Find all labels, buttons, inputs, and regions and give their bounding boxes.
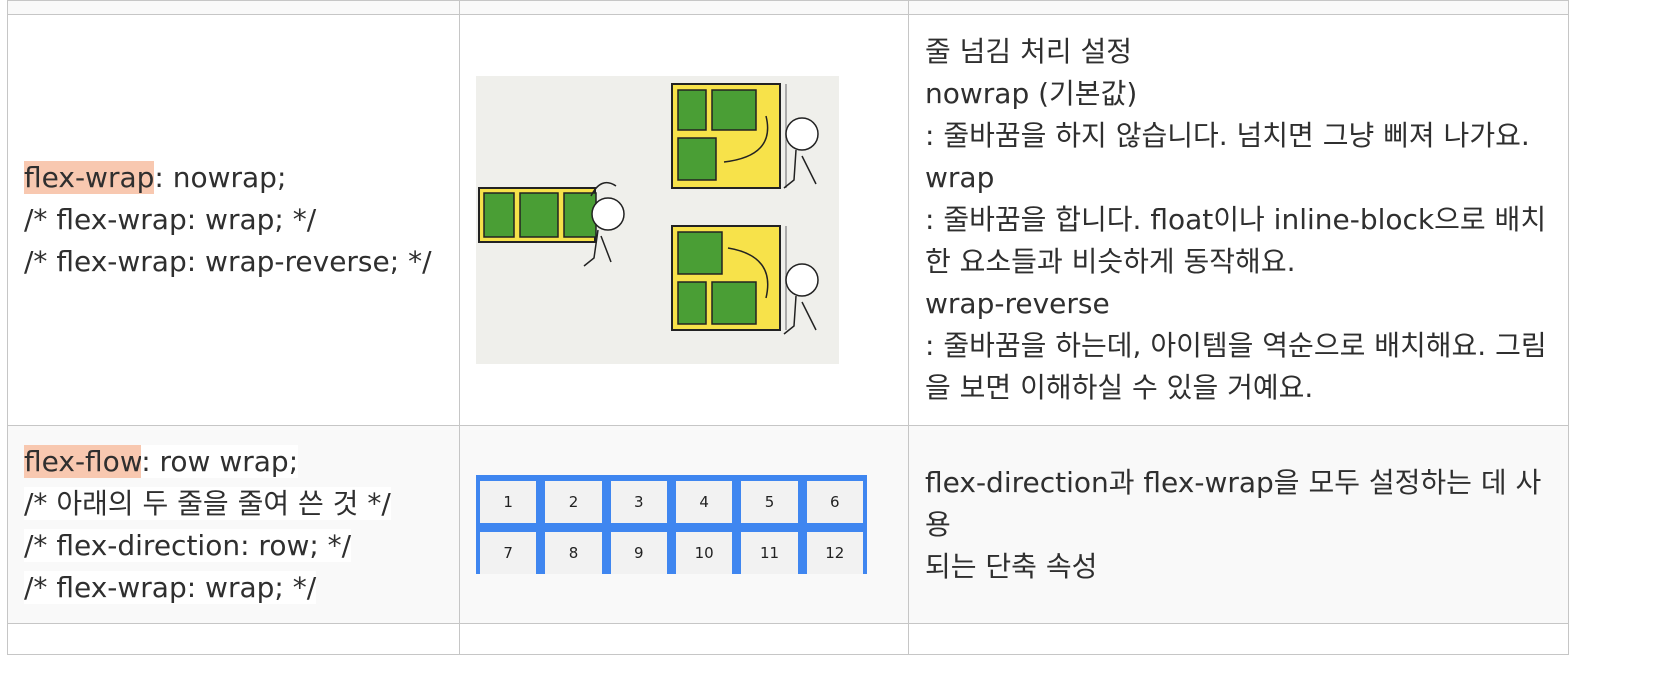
- grid-item: 9: [610, 532, 667, 574]
- description-line: wrap: [925, 161, 995, 194]
- properties-table: flex-wrap: nowrap; /* flex-wrap: wrap; *…: [7, 0, 1569, 655]
- nowrap-item-b: [519, 192, 559, 238]
- code-comment: /* 아래의 두 줄을 줄여 쓴 것 */: [24, 483, 443, 525]
- grid-item: 8: [545, 532, 602, 574]
- description-cell-flex-flow: flex-direction과 flex-wrap을 모두 설정하는 데 사용 …: [908, 425, 1569, 624]
- description-line: nowrap (기본값): [925, 77, 1138, 110]
- code-line: flex-flow: row wrap;: [24, 441, 443, 483]
- table-row-previous: [7, 0, 1569, 15]
- description-line: : 줄바꿈을 하는데, 아이템을 역순으로 배치해요. 그림: [925, 329, 1547, 362]
- table-cell: [7, 623, 460, 655]
- wrap-reverse-item-c: [677, 231, 723, 275]
- code-comment-text: /* flex-wrap: wrap; */: [24, 570, 317, 604]
- description-line: 을 보면 이해하실 수 있을 거예요.: [925, 371, 1314, 404]
- wrap-reverse-item-b: [711, 281, 757, 325]
- character-head: [785, 263, 819, 297]
- wrap-item-b: [711, 89, 757, 131]
- grid-item: 12: [806, 532, 863, 574]
- nowrap-item-c: [563, 192, 597, 238]
- description-line: 되는 단축 속성: [925, 549, 1098, 583]
- character-head: [785, 117, 819, 151]
- character-head: [591, 197, 625, 231]
- description-line: wrap-reverse: [925, 287, 1110, 320]
- flex-wrap-illustration: [476, 76, 839, 364]
- table-cell: [908, 623, 1569, 655]
- description-line: : 줄바꿈을 하지 않습니다. 넘치면 그냥 삐져 나가요.: [925, 119, 1530, 152]
- table-row-flex-flow: flex-flow: row wrap; /* 아래의 두 줄을 줄여 쓴 것 …: [7, 425, 1569, 624]
- grid-item: 11: [741, 532, 798, 574]
- wrap-item-c: [677, 137, 717, 181]
- code-cell-flex-wrap: flex-wrap: nowrap; /* flex-wrap: wrap; *…: [7, 14, 460, 426]
- code-line: flex-wrap: nowrap;: [24, 157, 443, 199]
- table-cell: [459, 0, 909, 15]
- table-cell: [459, 623, 909, 655]
- description-line: : 줄바꿈을 합니다. float이나 inline-block으로 배치: [925, 203, 1547, 236]
- description-cell-flex-wrap: 줄 넘김 처리 설정 nowrap (기본값) : 줄바꿈을 하지 않습니다. …: [908, 14, 1569, 426]
- flex-wrap-drawing: [478, 83, 819, 335]
- character-body: [783, 149, 817, 189]
- code-comment-text: /* flex-direction: row; */: [24, 528, 352, 562]
- table-cell: [908, 0, 1569, 15]
- code-cell-flex-flow: flex-flow: row wrap; /* 아래의 두 줄을 줄여 쓴 것 …: [7, 425, 460, 624]
- nowrap-item-a: [483, 192, 515, 238]
- image-cell-flex-flow: 1 2 3 4 5 6 7 8 9 10 11 12: [459, 425, 909, 624]
- grid-item: 1: [480, 481, 537, 523]
- code-comment: /* flex-direction: row; */: [24, 525, 443, 567]
- grid-item: 3: [610, 481, 667, 523]
- grid-item: 6: [806, 481, 863, 523]
- table-cell: [7, 0, 460, 15]
- grid-item: 2: [545, 481, 602, 523]
- character-body: [783, 295, 817, 335]
- grid-item: 4: [675, 481, 733, 523]
- code-comment: /* flex-wrap: wrap; */: [24, 567, 443, 609]
- wrap-reverse-item-a: [677, 281, 707, 325]
- code-comment: /* flex-wrap: wrap-reverse; */: [24, 245, 432, 278]
- description-line: flex-direction과 flex-wrap을 모두 설정하는 데 사용: [925, 465, 1542, 541]
- wrap-reverse-arrow: [727, 247, 769, 299]
- grid-item: 10: [675, 532, 733, 574]
- wrap-arrow: [723, 115, 769, 163]
- description-line: 줄 넘김 처리 설정: [925, 35, 1133, 68]
- grid-item: 5: [741, 481, 798, 523]
- overflow-arrow: [590, 181, 617, 197]
- table-row-next: [7, 623, 1569, 655]
- description-line: 한 요소들과 비슷하게 동작해요.: [925, 245, 1296, 278]
- grid-item: 7: [480, 532, 537, 574]
- wrap-item-a: [677, 89, 707, 131]
- image-cell-flex-wrap: [459, 14, 909, 426]
- flex-flow-demo: 1 2 3 4 5 6 7 8 9 10 11 12: [476, 475, 867, 574]
- code-comment: /* flex-wrap: wrap; */: [24, 203, 317, 236]
- code-comment-text: /* 아래의 두 줄을 줄여 쓴 것 */: [24, 486, 391, 520]
- code-value: : row wrap;: [141, 444, 299, 478]
- character-body: [583, 229, 612, 267]
- code-value: : nowrap;: [154, 161, 287, 194]
- property-highlight: flex-flow: [24, 444, 142, 478]
- table-row-flex-wrap: flex-wrap: nowrap; /* flex-wrap: wrap; *…: [7, 14, 1569, 426]
- property-highlight: flex-wrap: [24, 161, 155, 194]
